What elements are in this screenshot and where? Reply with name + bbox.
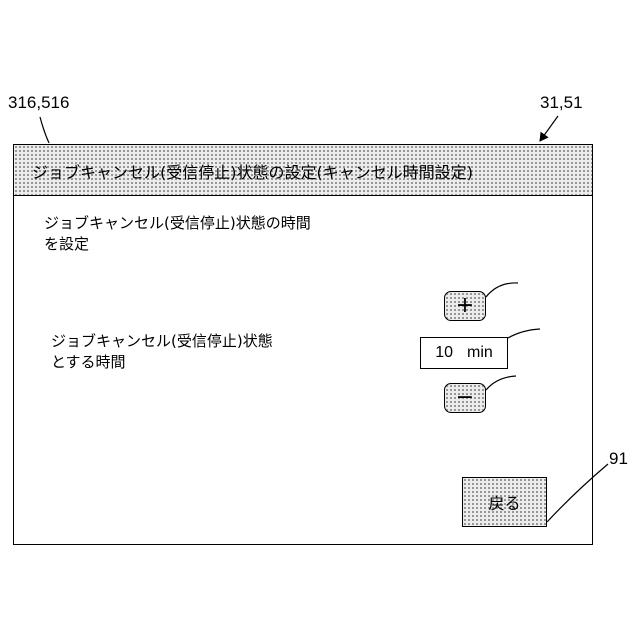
minus-icon: − [456, 387, 474, 409]
ref-numeral-back: 91 [609, 450, 628, 467]
description-line-1: ジョブキャンセル(受信停止)状態の時間 [44, 213, 311, 234]
ref-numeral-screen-left: 316,516 [8, 94, 69, 111]
increment-button[interactable]: + [444, 291, 486, 321]
duration-label-line-2: とする時間 [51, 352, 273, 373]
cancel-time-value: 10 [435, 344, 453, 362]
window-title: ジョブキャンセル(受信停止)状態の設定(キャンセル時間設定) [32, 159, 473, 183]
plus-icon: + [456, 295, 474, 317]
cancel-time-unit: min [467, 344, 493, 362]
back-button[interactable]: 戻る [462, 477, 547, 527]
duration-label: ジョブキャンセル(受信停止)状態 とする時間 [51, 331, 273, 373]
leader-screen-left [40, 117, 49, 143]
back-button-label: 戻る [488, 490, 520, 514]
cancel-time-field[interactable]: 10 min [420, 337, 508, 369]
settings-screen: ジョブキャンセル(受信停止)状態の設定(キャンセル時間設定) ジョブキャンセル(… [13, 144, 593, 545]
decrement-button[interactable]: − [444, 383, 486, 413]
description-text: ジョブキャンセル(受信停止)状態の時間 を設定 [44, 213, 311, 255]
leader-screen-right-arrow [540, 116, 558, 141]
title-bar: ジョブキャンセル(受信停止)状態の設定(キャンセル時間設定) [14, 145, 592, 196]
ref-numeral-screen-right: 31,51 [540, 94, 583, 111]
description-line-2: を設定 [44, 234, 311, 255]
duration-label-line-1: ジョブキャンセル(受信停止)状態 [51, 331, 273, 352]
